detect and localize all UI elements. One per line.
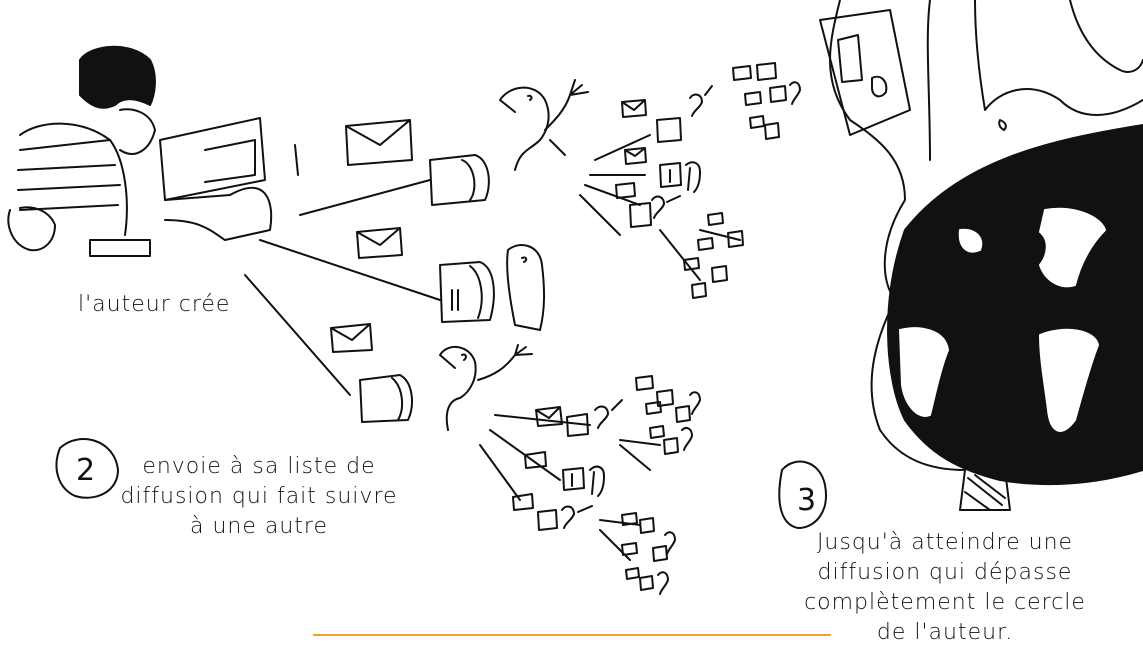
caption-step-2-line: diffusion qui fait suivre: [94, 482, 424, 512]
caption-step-3-line: diffusion qui dépasse: [780, 558, 1110, 588]
accent-divider: [313, 634, 831, 636]
caption-step-3-line: Jusqu'à atteindre une: [780, 528, 1110, 558]
caption-step-2: envoie à sa liste de diffusion qui fait …: [94, 452, 424, 542]
globe: [888, 125, 1143, 510]
caption-step-3-line: complètement le cercle: [780, 588, 1110, 618]
caption-step-2-line: envoie à sa liste de: [94, 452, 424, 482]
person-figures: [440, 80, 800, 594]
step-2-number: 2: [76, 453, 95, 488]
caption-step-2-line: à une autre: [94, 512, 424, 542]
author-at-computer: [8, 47, 298, 256]
step-3-number: 3: [797, 483, 816, 518]
caption-step-3: Jusqu'à atteindre une diffusion qui dépa…: [780, 528, 1110, 648]
caption-author: l'auteur crée: [78, 290, 230, 320]
caption-step-3-line: de l'auteur.: [780, 618, 1110, 648]
